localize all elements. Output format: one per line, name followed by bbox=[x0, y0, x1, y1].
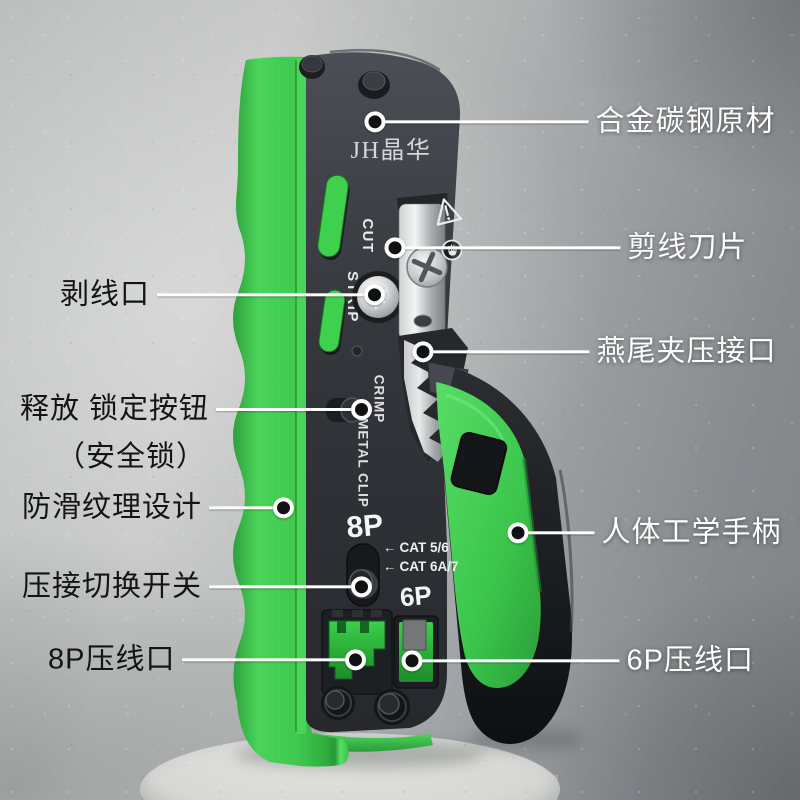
callout-sublabel: （安全锁） bbox=[56, 441, 207, 474]
callout-label: 人体工学手柄 bbox=[601, 516, 782, 549]
callout-dovetail-clip-crimp-port: 燕尾夹压接口 bbox=[412, 335, 777, 368]
callout-wire-cutting-blade: 剪线刀片 bbox=[384, 231, 748, 264]
callout-dot bbox=[507, 522, 529, 544]
callout-leader-line bbox=[157, 293, 365, 297]
marking-metal-clip: METAL CLIP bbox=[355, 418, 370, 508]
callout-leader-line bbox=[209, 506, 274, 510]
handle-window bbox=[450, 431, 508, 496]
no-touch-icon bbox=[441, 239, 463, 261]
callout-row: 释放 锁定按钮 bbox=[20, 393, 373, 426]
callout-label: 燕尾夹压接口 bbox=[596, 335, 777, 368]
callout-anti-slip-texture: 防滑纹理设计 bbox=[22, 491, 295, 524]
left-arrow-icon: ← bbox=[383, 540, 397, 555]
callout-dot bbox=[384, 237, 406, 259]
warning-triangle-icon bbox=[436, 198, 463, 226]
body-green-slot bbox=[317, 174, 350, 260]
left-arrow-icon: ← bbox=[383, 559, 397, 574]
callout-leader-line bbox=[405, 246, 621, 250]
callout-dot bbox=[364, 111, 386, 133]
bottom-bolt bbox=[374, 689, 410, 725]
callout-label: 8P压线口 bbox=[48, 643, 176, 676]
callout-label: 剪线刀片 bbox=[627, 231, 748, 264]
callout-dot bbox=[412, 341, 434, 363]
callout-label: 6P压线口 bbox=[626, 644, 754, 677]
marking-cat6a7: ←CAT 6A/7 bbox=[383, 559, 459, 574]
body-screw bbox=[351, 345, 363, 357]
callout-leader-line bbox=[433, 350, 590, 354]
callout-dot bbox=[351, 399, 373, 421]
callout-dot bbox=[401, 650, 423, 672]
callout-dot bbox=[345, 649, 367, 671]
callout-label: 释放 锁定按钮 bbox=[20, 393, 210, 425]
callout-wire-stripping-port: 剥线口 bbox=[60, 278, 386, 311]
callout-leader-line bbox=[182, 658, 346, 662]
callout-leader-line bbox=[528, 531, 595, 535]
callout-leader-line bbox=[422, 659, 620, 663]
left-handle-grip bbox=[233, 56, 349, 767]
callout-leader-line bbox=[216, 408, 352, 412]
brand-logo-text: JH晶华 bbox=[351, 137, 432, 164]
marking-cut: CUT bbox=[359, 218, 376, 253]
marking-cat56: ←CAT 5/6 bbox=[383, 540, 449, 555]
right-handle bbox=[436, 368, 574, 744]
callout-ergonomic-handle: 人体工学手柄 bbox=[507, 516, 782, 549]
callout-8p-crimp-port: 8P压线口 bbox=[48, 643, 367, 676]
callout-label: 压接切换开关 bbox=[22, 570, 203, 603]
callout-dot bbox=[273, 497, 295, 519]
callout-6p-crimp-port: 6P压线口 bbox=[401, 644, 754, 677]
callout-label: 合金碳钢原材 bbox=[595, 105, 776, 138]
body-top-highlight bbox=[329, 48, 441, 72]
callout-dot bbox=[351, 576, 373, 598]
marking-6p: 6P bbox=[399, 580, 433, 613]
crimp-teeth bbox=[398, 328, 468, 462]
callout-label: 剥线口 bbox=[60, 278, 151, 311]
callout-release-lock-button: 释放 锁定按钮 （安全锁） bbox=[20, 393, 373, 475]
callout-dot bbox=[364, 284, 386, 306]
callout-leader-line bbox=[385, 120, 589, 124]
top-bolt bbox=[358, 71, 390, 99]
callout-crimp-toggle-switch: 压接切换开关 bbox=[22, 570, 373, 603]
bottom-bolt bbox=[321, 686, 355, 720]
marking-8p: 8P bbox=[345, 508, 384, 544]
callout-alloy-carbon-steel: 合金碳钢原材 bbox=[364, 105, 776, 138]
marking-crimp: CRIMP bbox=[371, 375, 386, 424]
callout-leader-line bbox=[209, 585, 352, 589]
body-green-slot bbox=[318, 289, 347, 356]
callout-label: 防滑纹理设计 bbox=[22, 491, 203, 524]
top-bolt bbox=[299, 55, 325, 79]
